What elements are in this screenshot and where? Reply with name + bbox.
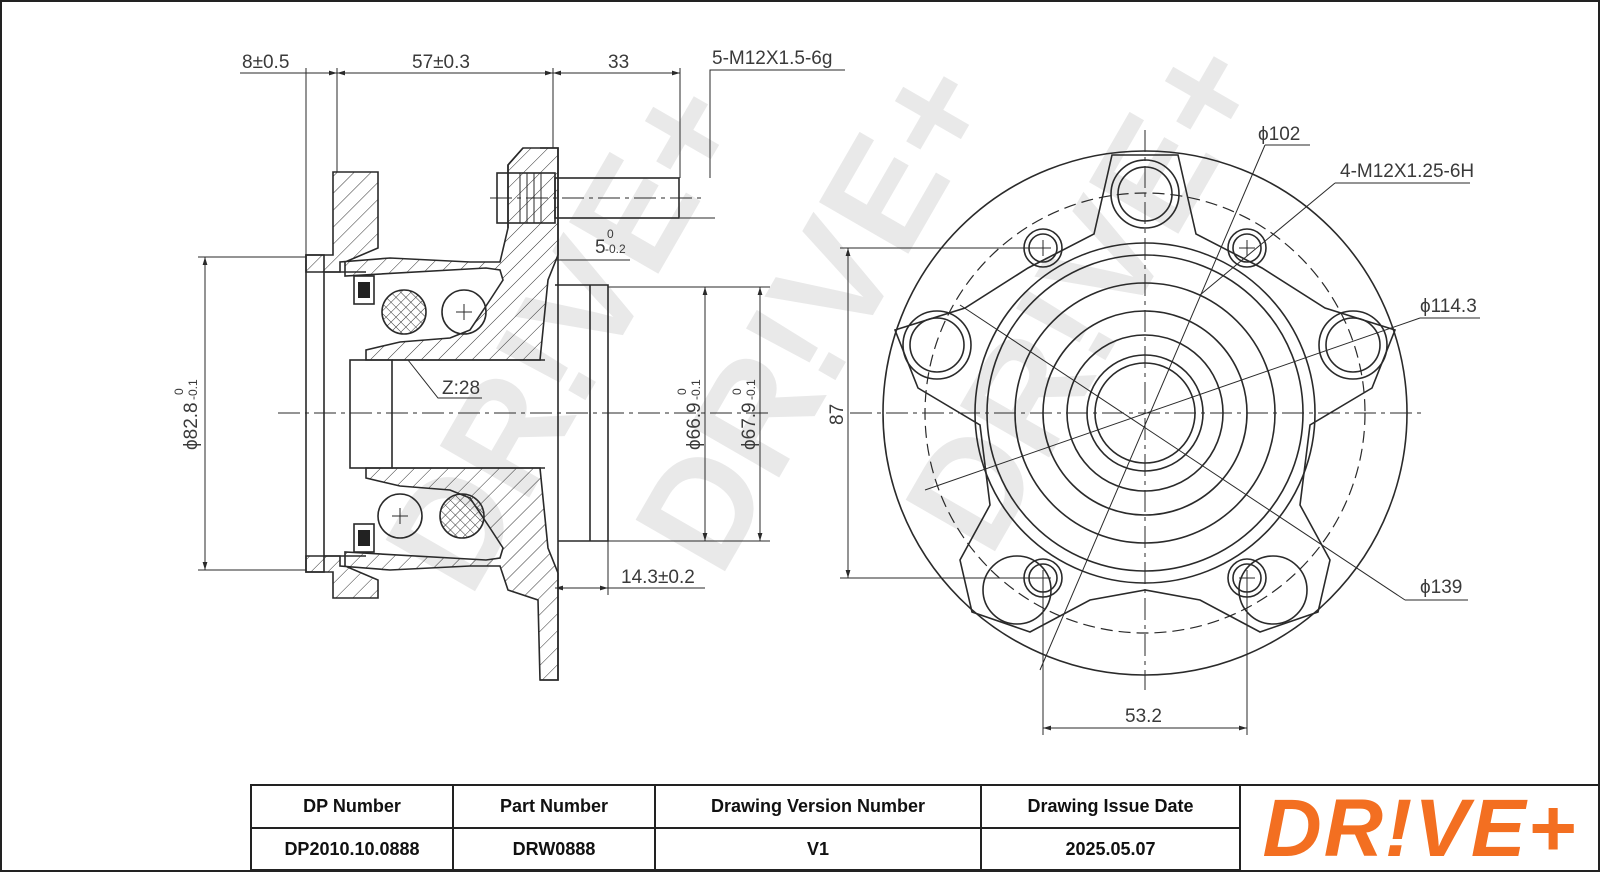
dim-outer-diameter-tol-lower: -0.1 xyxy=(186,379,200,400)
flange-disc xyxy=(540,147,559,681)
side-view: 8±0.5 57±0.3 33 5-M12X1.5-6g 5 0 -0.2 Z:… xyxy=(172,48,845,681)
mount-hole-tr xyxy=(1227,228,1267,268)
dim-pilot-diameter-b-tol-upper: 0 xyxy=(730,388,744,395)
ball-bottom-right xyxy=(439,493,485,539)
leader-flange-diameter xyxy=(959,304,1406,601)
ball-bottom-left-mark xyxy=(392,508,408,524)
stud-hole-top xyxy=(1110,159,1180,229)
front-view: ϕ102 4-M12X1.25-6H ϕ114.3 ϕ139 87 53.2 xyxy=(827,124,1480,735)
seal-top xyxy=(353,275,375,305)
stud-hole-right xyxy=(1318,310,1388,380)
header-issue-date: Drawing Issue Date xyxy=(982,786,1241,829)
value-dp-number: DP2010.10.0888 xyxy=(252,829,454,871)
value-part-number: DRW0888 xyxy=(454,829,656,871)
header-part-number: Part Number xyxy=(454,786,656,829)
hub-ring-1 xyxy=(974,242,1316,584)
dim-spline-teeth: Z:28 xyxy=(442,378,480,399)
stud-bolt-circle xyxy=(924,192,1366,634)
flange-lobed-body xyxy=(893,154,1397,633)
stud-thread-leader xyxy=(709,69,845,178)
dim-outer-diameter: ϕ82.8 xyxy=(181,402,202,450)
dim-stud-circle: ϕ114.3 xyxy=(1420,296,1477,317)
mount-hole-tr-mark xyxy=(1239,240,1255,256)
pilot-outline xyxy=(558,284,609,542)
dim-outer-diameter-tol-upper: 0 xyxy=(172,388,186,395)
dim-pilot-diameter-a: ϕ66.9 xyxy=(684,402,705,450)
ball-top-right-mark xyxy=(456,304,472,320)
seal-bottom xyxy=(353,523,375,553)
dim-pilot-diameter-b-tol-lower: -0.1 xyxy=(744,379,758,400)
ball-top-left xyxy=(381,289,427,335)
header-dp-number: DP Number xyxy=(252,786,454,829)
dim-bolt-circle-inner: ϕ102 xyxy=(1258,124,1300,145)
bore-step xyxy=(349,359,393,469)
stud-hole-right-inner xyxy=(1325,317,1381,373)
outer-ring-face xyxy=(305,254,325,573)
ball-top-right xyxy=(441,289,487,335)
hub-bore-inner xyxy=(1094,362,1196,464)
stud-hole-left-inner xyxy=(909,317,965,373)
value-issue-date: 2025.05.07 xyxy=(982,829,1241,871)
mount-hole-tr-inner xyxy=(1232,233,1262,263)
hub-ring-5 xyxy=(1066,334,1224,492)
brand-logo-cell: DR!VE+ xyxy=(1241,786,1599,871)
dim-flange-offset: 8±0.5 xyxy=(242,52,289,73)
dim-hole-spacing: 53.2 xyxy=(1125,706,1162,727)
leader-stud-circle xyxy=(924,317,1421,491)
leader-mount-thread xyxy=(1199,182,1336,296)
dim-pilot-diameter-a-tol-upper: 0 xyxy=(675,388,689,395)
dim-pilot-diameter-b: ϕ67.9 xyxy=(739,402,760,450)
dim-hub-length: 57±0.3 xyxy=(412,52,470,73)
seal-top-lip xyxy=(358,282,370,298)
seal-bottom-lip xyxy=(358,530,370,546)
dim-flange-thickness: 14.3±0.2 xyxy=(621,567,695,588)
dim-pilot-diameter-a-tol-lower: -0.1 xyxy=(689,379,703,400)
dim-height: 87 xyxy=(827,404,848,425)
dim-pilot-depth-tol-upper: 0 xyxy=(607,227,614,241)
ball-bottom-left xyxy=(377,493,423,539)
dim-stud-length: 33 xyxy=(608,52,629,73)
stud-hole-left xyxy=(902,310,972,380)
leader-bolt-circle xyxy=(1039,144,1266,671)
brand-logo: DR!VE+ xyxy=(1262,782,1578,874)
flange-outer-circle xyxy=(882,150,1408,676)
hub-ring-2 xyxy=(986,254,1304,572)
hub-ring-3 xyxy=(1014,282,1276,544)
dim-mount-thread: 4-M12X1.25-6H xyxy=(1340,161,1474,182)
dim-pilot-depth-tol-lower: -0.2 xyxy=(605,242,626,256)
spline-leader xyxy=(407,359,482,399)
stud-hole-top-inner xyxy=(1117,166,1173,222)
hub-bore-outer xyxy=(1086,354,1204,472)
header-drawing-version: Drawing Version Number xyxy=(656,786,982,829)
hub-ring-4 xyxy=(1042,310,1248,516)
hub-section-top xyxy=(305,147,559,361)
value-drawing-version: V1 xyxy=(656,829,982,871)
hub-section-bottom xyxy=(305,467,559,681)
flange-top-chamfer xyxy=(507,147,524,228)
dim-flange-diameter: ϕ139 xyxy=(1420,577,1462,598)
stud-hole-bottom-right xyxy=(1238,555,1308,625)
dim-stud-thread: 5-M12X1.5-6g xyxy=(712,48,832,69)
title-block: DP Number Part Number Drawing Version Nu… xyxy=(250,784,1599,871)
dim-pilot-depth: 5 xyxy=(595,237,606,258)
